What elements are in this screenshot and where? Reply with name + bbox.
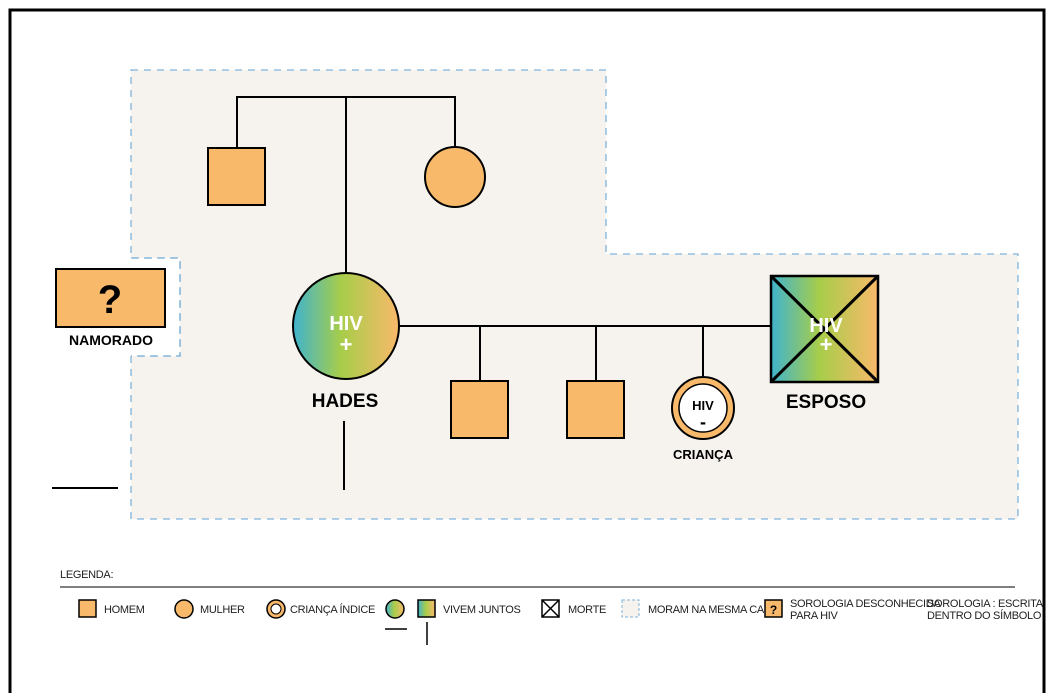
legend-hiv-circle-icon (385, 599, 405, 619)
legend-sorologia-desc-line1: SOROLOGIA DESCONHECIDA (790, 598, 941, 610)
legend-morte-label: MORTE (568, 604, 606, 616)
hades-plus-sign: + (340, 332, 353, 357)
legend-homem-label: HOMEM (104, 604, 145, 616)
son1-square (450, 380, 509, 439)
household-area (130, 69, 1019, 520)
child-minus-sign: - (700, 412, 706, 432)
legend-moram-icon (621, 599, 640, 618)
son2-square (566, 380, 625, 439)
crianca-label: CRIANÇA (673, 447, 734, 462)
index-child-inner-circle (678, 383, 728, 433)
legend-crianca-indice-label: CRIANÇA ÍNDICE (290, 603, 375, 616)
esposo-plus-sign: + (820, 332, 833, 357)
legend-unknown-icon (764, 599, 783, 618)
household-notch (131, 257, 181, 357)
namorado-square (55, 268, 166, 328)
legend-crianca-indice-inner (270, 603, 282, 615)
esposo-hiv-text: HIV (809, 315, 843, 337)
legend-hiv-square-icon (417, 599, 436, 618)
legend-sorologia-desc-line2: PARA HIV (790, 610, 838, 622)
mother-circle (424, 146, 486, 208)
legend-mulher-label: MULHER (200, 604, 245, 616)
legend-unknown-mark: ? (770, 603, 777, 617)
legend-moram-label: MORAM NA MESMA CASA (648, 604, 779, 616)
namorado-label: NAMORADO (69, 332, 153, 348)
legend-vivem-juntos-label: VIVEM JUNTOS (443, 604, 521, 616)
hades-hiv-text: HIV (329, 313, 363, 335)
page-frame (8, 8, 1046, 693)
esposo-label: ESPOSO (786, 392, 866, 413)
father-square (207, 147, 266, 206)
hades-label: HADES (312, 391, 379, 412)
legend-title: LEGENDA: (60, 569, 113, 581)
legend-homem-icon (78, 599, 97, 618)
legend-sorologia-escrita-line1: SOROLOGIA : ESCRITA (927, 598, 1044, 610)
legend-sorologia-escrita-line2: DENTRO DO SÍMBOLO (927, 609, 1042, 622)
child-hiv-text: HIV (692, 398, 714, 413)
unknown-serology-mark: ? (98, 278, 122, 322)
legend-mulher-icon (174, 599, 194, 619)
legend-morte-cross-b (541, 599, 560, 618)
esposo-death-cross-b (769, 274, 880, 384)
